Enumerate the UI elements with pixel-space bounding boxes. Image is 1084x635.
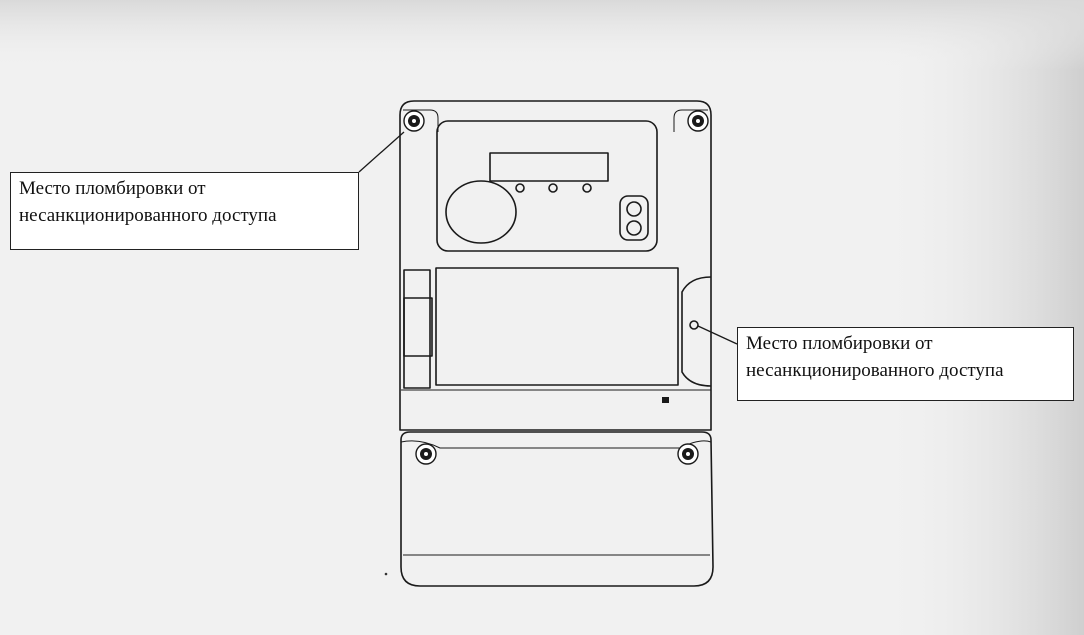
label-window [435, 267, 679, 386]
seal-location-callout-left: Место пломбировки от несанкционированног… [10, 172, 359, 250]
left-latch-tab [403, 297, 433, 357]
leader-line-right [697, 325, 738, 345]
indicator-led-1 [515, 183, 525, 193]
meter-upper-housing [399, 100, 712, 431]
screws [403, 110, 709, 465]
display-panel [436, 120, 658, 252]
terminal-cover [400, 431, 714, 587]
seal-location-callout-right: Место пломбировки от несанкционированног… [737, 327, 1074, 401]
callout-right-line1: Место пломбировки от [746, 333, 933, 354]
screw-bottom-left [415, 443, 437, 465]
right-seal-boss [681, 276, 712, 387]
screw-top-left [403, 110, 425, 132]
indicator-led-2 [548, 183, 558, 193]
optical-port [445, 180, 517, 244]
small-mark [662, 397, 669, 403]
screw-top-right [687, 110, 709, 132]
callout-left-line1: Место пломбировки от [19, 178, 206, 199]
button-bottom [626, 220, 642, 236]
indicator-led-3 [582, 183, 592, 193]
lcd-display [489, 152, 609, 182]
callout-right-line2: несанкционированного доступа [746, 360, 1004, 381]
right-seal-hole [689, 320, 699, 330]
left-latch [403, 269, 431, 389]
leader-line-left [358, 131, 405, 173]
button-top [626, 201, 642, 217]
screw-bottom-right [677, 443, 699, 465]
callout-left-line2: несанкционированного доступа [19, 205, 277, 226]
button-block [619, 195, 649, 241]
